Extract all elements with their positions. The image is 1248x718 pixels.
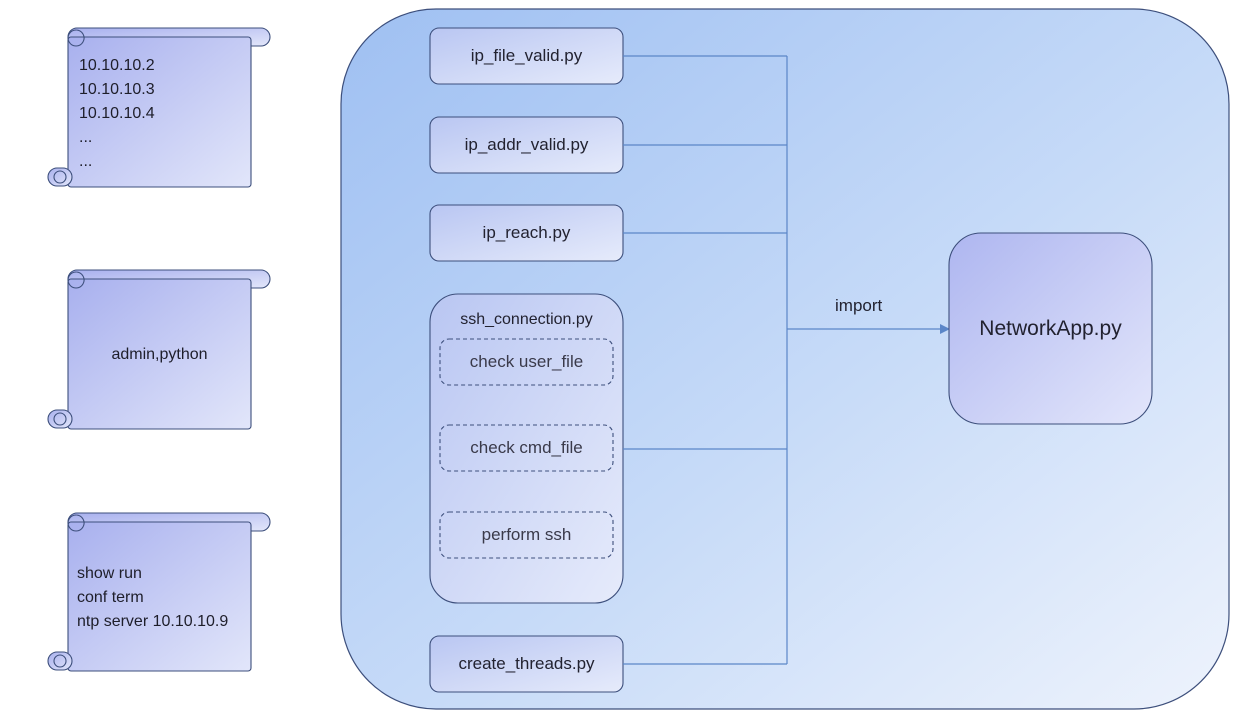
network-app-label: NetworkApp.py	[979, 316, 1122, 340]
import-arrowhead	[940, 324, 950, 334]
create-threads-label: create_threads.py	[458, 654, 595, 673]
commands-line: conf term	[77, 589, 144, 606]
ssh-step-label: check cmd_file	[470, 438, 583, 457]
ip-list-line: ...	[79, 153, 93, 170]
ip-addr-valid-label: ip_addr_valid.py	[464, 135, 589, 154]
ssh-step-box	[439, 338, 614, 386]
ip-list-line: 10.10.10.2	[79, 57, 155, 74]
credentials-scroll	[47, 269, 271, 430]
ssh-step-box	[439, 424, 614, 472]
commands-scroll	[47, 512, 271, 672]
ip-reach-label: ip_reach.py	[482, 223, 571, 242]
ssh-step-box	[439, 511, 614, 559]
commands-line: ntp server 10.10.10.9	[77, 613, 229, 630]
ip-list-line: ...	[79, 129, 93, 146]
commands-text: show run conf term ntp server 10.10.10.9	[77, 562, 228, 634]
credentials-text: admin,python	[68, 343, 251, 367]
import-label: import	[835, 296, 883, 315]
ip-list-line: 10.10.10.4	[79, 105, 155, 122]
ip-list-line: 10.10.10.3	[79, 81, 155, 98]
ip-file-valid-label: ip_file_valid.py	[470, 46, 583, 65]
ip-list-text: 10.10.10.2 10.10.10.3 10.10.10.4 ... ...	[79, 54, 155, 174]
import-connector	[623, 55, 942, 665]
ip-list-scroll	[47, 27, 271, 188]
credentials-line: admin,python	[111, 346, 208, 363]
commands-line: show run	[77, 565, 142, 582]
network-app-box	[948, 232, 1153, 425]
ssh-step-label: check user_file	[469, 352, 584, 371]
ssh-step-label: perform ssh	[481, 525, 572, 544]
ssh-connection-title: ssh_connection.py	[460, 311, 593, 328]
